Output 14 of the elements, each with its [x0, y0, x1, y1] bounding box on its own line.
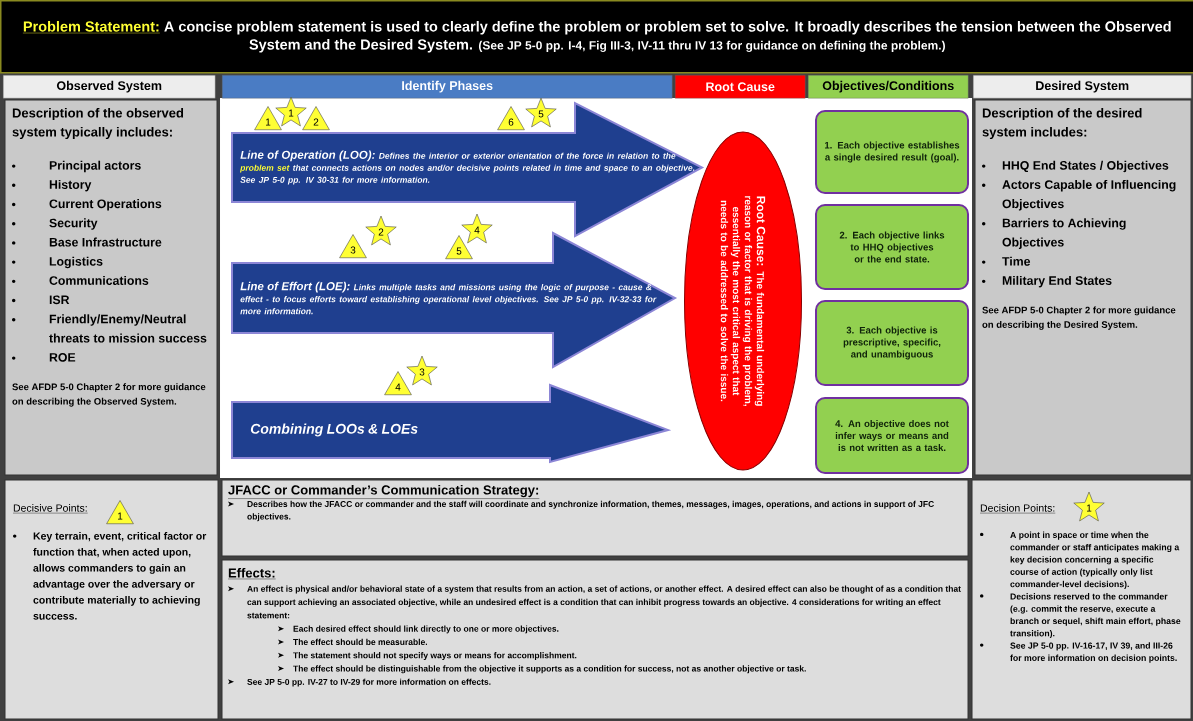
- info-panel: Effects: An effect is physical and/or behavioral state of a system that results from an action, a set of actions, or another effect. A desired effect can also be thought of as a condition that can support achieving an associated objective, while an undesired effect is a condition that can inhibit progress towards an objective. 4 considerations for writing an effect statement: Each desired effect should link directly to one or more objectives. The effect should be measurable. The statement should not specify ways or means for accomplishment. The effect should be distinguishable from the objective it supports as a condition for success, not as another objective or task. See JP 5-0 pp. IV-27 to IV-29 for more information on effects.: [221, 559, 969, 720]
- description-panel: Description of the desired system includes: HHQ End States / Objectives Actors Capable of Influencing Objectives Barriers to Achieving Objectives Time Military End States See AFDP 5-0 Chapter 2 for more guidance on describing the Desired System.: [974, 99, 1192, 476]
- column-header: Root Cause: [675, 75, 806, 99]
- objective-box: 3. Each objective is prescriptive, specific, and unambiguous: [815, 300, 969, 386]
- column-header: Observed System: [3, 75, 216, 99]
- info-panel: JFACC or Commander’s Communication Strategy: Describes how the JFACC or commander and the staff will coordinate and synchronize information, themes, messages, images, operations, and actions in support of JFC objectives.: [221, 479, 969, 557]
- column-header: Identify Phases: [222, 75, 673, 99]
- objective-box: 1. Each objective establishes a single desired result (goal).: [815, 110, 969, 194]
- description-panel: Description of the observed system typically includes: Principal actors History Current Operations Security Base Infrastructure Logistics Communications ISR Friendly/Enemy/Neutral threats to mission success ROE See AFDP 5-0 Chapter 2 for more guidance on describing the Observed System.: [4, 99, 218, 476]
- title-banner: Problem Statement: A concise problem statement is used to clearly define the problem or problem set to solve. It broadly describes the tension between the Observed System and the Desired System. (See JP 5-0 pp. I-4, Fig III-3, IV-11 thru IV 13 for guidance on defining the problem.): [0, 0, 1193, 74]
- column-header: Desired System: [973, 75, 1192, 99]
- column-header: Objectives/Conditions: [808, 75, 969, 99]
- objective-box: 2. Each objective links to HHQ objectives or the end state.: [815, 204, 969, 290]
- objective-box: 4. An objective does not infer ways or means and is not written as a task.: [815, 397, 969, 474]
